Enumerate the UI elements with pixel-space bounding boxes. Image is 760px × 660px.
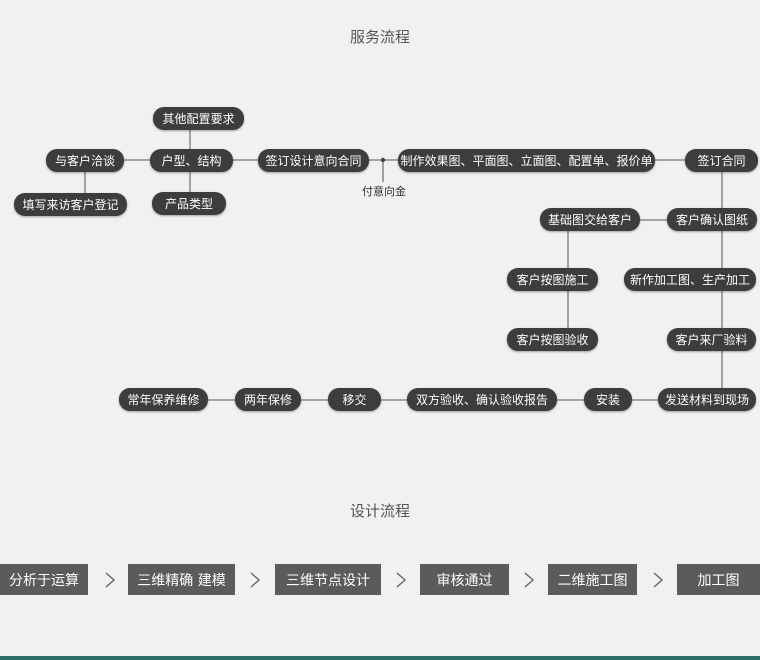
design-step-3d-node: 三维节点设计 (275, 564, 381, 595)
node-lifetime-maintenance: 常年保养维修 (119, 388, 208, 411)
chevron-right-icon (519, 564, 539, 595)
node-base-drawing: 基础图交给客户 (540, 208, 640, 231)
node-layout-structure: 户型、结构 (150, 149, 233, 172)
node-new-processing: 新作加工图、生产加工 (624, 268, 756, 291)
node-factory-inspection: 客户来厂验料 (667, 328, 756, 351)
node-other-requirements: 其他配置要求 (153, 107, 244, 130)
bottom-accent-bar (0, 656, 760, 660)
node-install: 安装 (584, 388, 632, 411)
node-two-year-warranty: 两年保修 (235, 388, 301, 411)
node-accept-by-drawing: 客户按图验收 (507, 328, 598, 351)
note-deposit: 付意向金 (362, 185, 406, 198)
node-make-drawings: 制作效果图、平面图、立面图、配置单、报价单 (398, 149, 655, 172)
node-deliver: 发送材料到现场 (658, 388, 756, 411)
chevron-right-icon (245, 564, 265, 595)
chevron-right-icon (391, 564, 411, 595)
node-register-visit: 填写来访客户登记 (14, 193, 127, 216)
chevron-right-icon (100, 564, 120, 595)
design-step-analysis: 分析于运算 (0, 564, 88, 595)
node-construct-by-drawing: 客户按图施工 (507, 268, 598, 291)
node-product-type: 产品类型 (152, 192, 226, 215)
node-confirm-drawings: 客户确认图纸 (667, 208, 757, 231)
design-step-review: 审核通过 (420, 564, 509, 595)
node-sign-intent: 签订设计意向合同 (258, 149, 369, 172)
node-mutual-acceptance: 双方验收、确认验收报告 (407, 388, 557, 411)
junction-dot (380, 157, 386, 163)
service-flow-title: 服务流程 (349, 28, 410, 46)
chevron-right-icon (648, 564, 668, 595)
design-step-3d-modeling: 三维精确 建模 (128, 564, 235, 595)
design-flow-title: 设计流程 (349, 502, 410, 520)
node-sign-contract: 签订合同 (685, 149, 758, 172)
node-negotiate: 与客户洽谈 (46, 149, 124, 172)
node-handover: 移交 (328, 388, 381, 411)
design-step-processing-drawing: 加工图 (677, 564, 760, 595)
design-step-2d-drawing: 二维施工图 (548, 564, 637, 595)
